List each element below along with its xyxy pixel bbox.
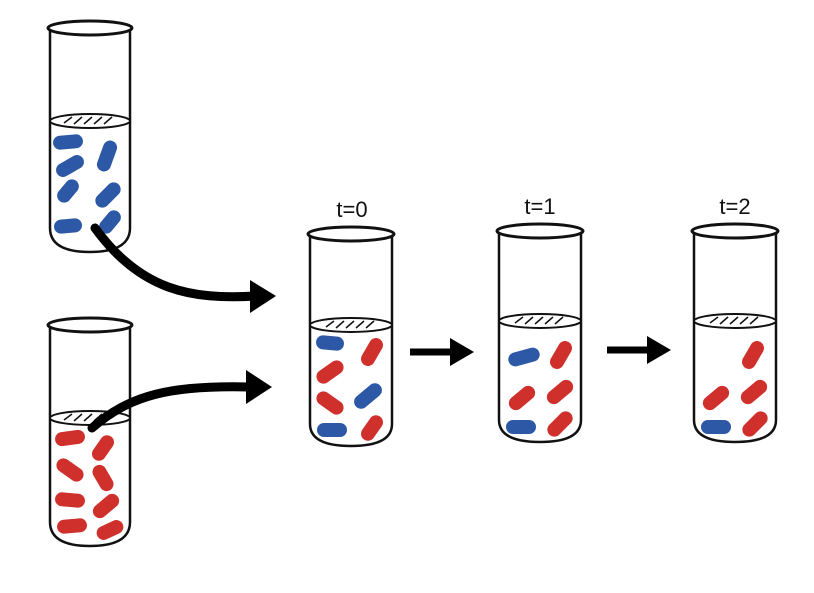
blue-cell — [96, 140, 118, 172]
liquid-surface — [309, 317, 393, 333]
liquid-hatching — [325, 320, 375, 329]
tube-body — [497, 231, 583, 444]
tube-body — [48, 325, 132, 548]
red-cell — [92, 493, 120, 519]
blue-cell — [317, 423, 347, 437]
cells-t2 — [701, 341, 768, 437]
tube-t0: t=0 — [306, 197, 396, 448]
blue-cell — [54, 218, 82, 234]
time-label-t0: t=0 — [336, 197, 367, 222]
tube-rim — [46, 316, 134, 334]
red-cell — [316, 391, 344, 415]
red-cell — [57, 518, 87, 534]
red-cell — [742, 411, 768, 437]
red-cell — [56, 458, 84, 482]
red-cell — [96, 520, 124, 540]
liquid-surface — [49, 113, 131, 129]
liquid-surface — [693, 313, 777, 329]
red-cell — [550, 341, 572, 369]
red-cell — [702, 385, 730, 411]
red-cell — [316, 360, 344, 384]
tube-rim — [46, 19, 134, 37]
cells-t1 — [506, 341, 574, 437]
blue-cell — [57, 179, 79, 203]
red-cell — [740, 379, 768, 405]
liquid-hatching — [514, 316, 564, 325]
tube-body — [692, 231, 778, 444]
blue-cell — [53, 134, 83, 150]
right-arrow-icon — [410, 338, 474, 366]
blue-cell — [508, 347, 540, 367]
red-cell — [92, 464, 114, 492]
liquid-hatching — [63, 116, 113, 125]
tube-t2: t=2 — [690, 194, 780, 444]
blue-cell — [354, 383, 382, 409]
blue-cell — [95, 182, 121, 208]
tube-body — [48, 28, 132, 254]
blue-source-tube — [46, 19, 134, 254]
tube-rim — [690, 222, 780, 240]
red-cell — [546, 379, 574, 405]
red-cell — [547, 411, 573, 437]
tube-rim — [306, 225, 396, 243]
right-arrow-icon — [607, 336, 671, 364]
curved-arrow-icon — [90, 223, 276, 313]
time-label-t2: t=2 — [719, 194, 750, 219]
tube-body — [308, 234, 394, 448]
blue-cell — [316, 335, 344, 351]
red-cell — [360, 415, 384, 441]
curved-arrow-icon — [87, 370, 272, 433]
red-cell — [55, 492, 85, 508]
red-cells — [55, 429, 124, 540]
blue-cells — [53, 134, 121, 234]
cells-t0 — [316, 335, 384, 441]
tube-rim — [495, 222, 585, 240]
red-cell — [55, 429, 85, 447]
time-label-t1: t=1 — [524, 194, 555, 219]
liquid-hatching — [709, 316, 759, 325]
tube-t1: t=1 — [495, 194, 585, 444]
red-cell — [508, 385, 536, 411]
liquid-surface — [498, 313, 582, 329]
blue-cell — [506, 420, 536, 434]
blue-cell — [99, 210, 121, 234]
blue-cell — [701, 420, 731, 434]
blue-cell — [56, 155, 84, 177]
red-cell — [361, 338, 383, 366]
red-cell — [91, 435, 115, 461]
red-cell — [742, 341, 764, 369]
